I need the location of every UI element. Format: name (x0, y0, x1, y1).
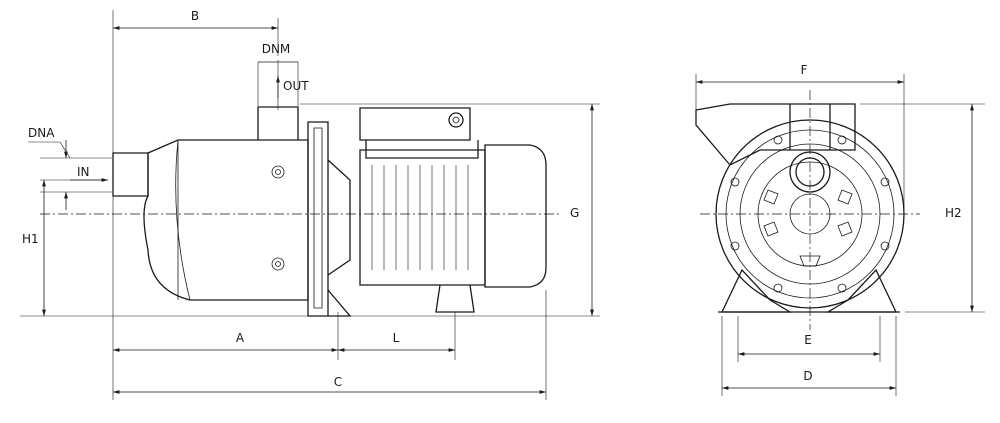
fan-cover (484, 144, 547, 288)
body-bolt-upper (271, 165, 285, 179)
terminal-box (359, 107, 471, 141)
label-l: L (393, 331, 400, 345)
inlet-nozzle (112, 152, 149, 197)
label-out: OUT (283, 79, 309, 93)
casing-inner (739, 143, 881, 285)
terminal-box-base (365, 140, 479, 159)
motor-fins (371, 165, 469, 270)
label-f: F (801, 63, 808, 77)
side-view-dimensions: B DNM OUT DNA IN H1 G A L (20, 9, 600, 400)
pump-body (143, 139, 309, 301)
flange-inner (313, 127, 323, 309)
body-bolt-lower (271, 257, 285, 271)
side-view (40, 60, 560, 317)
front-terminal-box (695, 103, 856, 166)
label-dnm: DNM (262, 42, 291, 56)
flange (307, 121, 329, 317)
flange-foot (327, 289, 352, 317)
front-bolts (730, 135, 890, 293)
label-e: E (804, 333, 812, 347)
front-outlet-neck (789, 104, 831, 150)
outlet-port-inner (795, 157, 825, 187)
motor-foot (435, 284, 475, 313)
pump-body-rib (175, 139, 191, 301)
label-in: IN (77, 165, 90, 179)
impeller-hub (789, 193, 831, 235)
adaptor (327, 159, 351, 276)
front-view-dimensions: F H2 E D (695, 63, 985, 396)
label-b: B (191, 9, 199, 23)
impeller-vanes (763, 189, 853, 267)
label-d: D (803, 369, 812, 383)
motor-body (359, 149, 486, 286)
front-right-foot (825, 268, 898, 313)
outlet-neck (257, 106, 299, 140)
outlet-port-outer (789, 151, 831, 193)
label-h2: H2 (945, 206, 962, 220)
terminal-gland (448, 112, 464, 128)
front-view (695, 90, 920, 330)
label-c: C (334, 375, 342, 389)
label-a: A (236, 331, 245, 345)
label-dna: DNA (28, 126, 55, 140)
label-g: G (570, 206, 579, 220)
label-h1: H1 (22, 232, 39, 246)
casing-ring (725, 129, 895, 299)
